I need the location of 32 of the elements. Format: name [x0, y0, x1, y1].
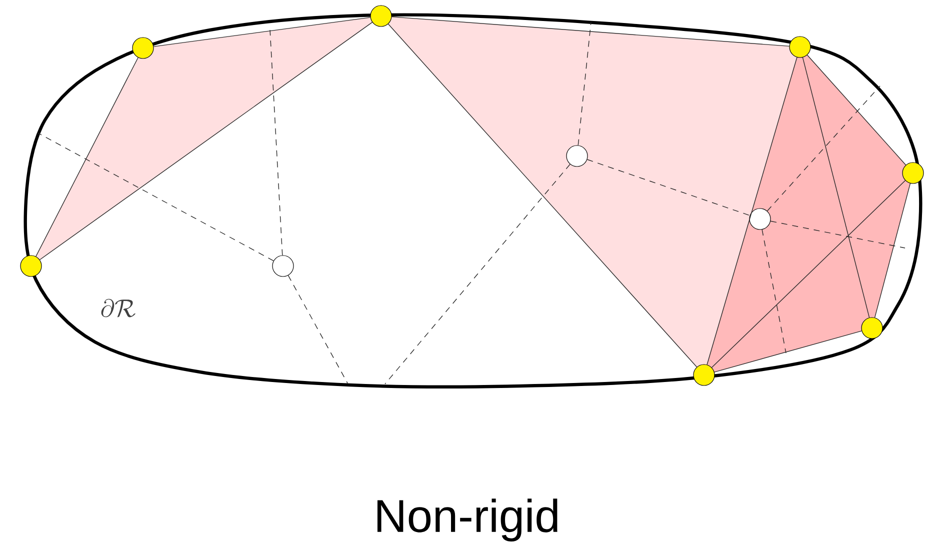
caption: Non-rigid — [377, 498, 558, 542]
vertex-dot — [370, 5, 392, 27]
hollow-circle — [749, 208, 771, 230]
line — [714, 330, 862, 372]
dashed-line — [38, 132, 274, 262]
line — [806, 54, 906, 166]
vertex-dot — [902, 162, 924, 184]
line — [153, 17, 371, 47]
dashed-line — [762, 229, 786, 354]
vertex-dot — [20, 255, 42, 277]
vertex-dot — [693, 364, 715, 386]
dashed-line — [586, 159, 750, 216]
dashed-line — [578, 22, 592, 146]
boundary-label: $\partial\mathcal{R}$ — [101, 298, 136, 318]
line — [802, 57, 870, 318]
dashed-line — [270, 30, 283, 256]
line — [391, 16, 790, 47]
vertex-dot — [132, 37, 154, 59]
line — [388, 24, 698, 368]
line — [706, 57, 798, 365]
hollow-circle — [272, 255, 294, 277]
line — [711, 180, 906, 368]
line — [36, 57, 138, 257]
dashed-line — [770, 220, 906, 248]
line — [39, 22, 373, 260]
dashed-line — [766, 86, 880, 212]
dashed-line — [384, 164, 570, 384]
vertex-dot — [789, 36, 811, 58]
hollow-circle — [566, 145, 588, 167]
vertex-dot — [861, 317, 883, 339]
line — [874, 183, 911, 318]
dashed-line — [288, 275, 348, 384]
